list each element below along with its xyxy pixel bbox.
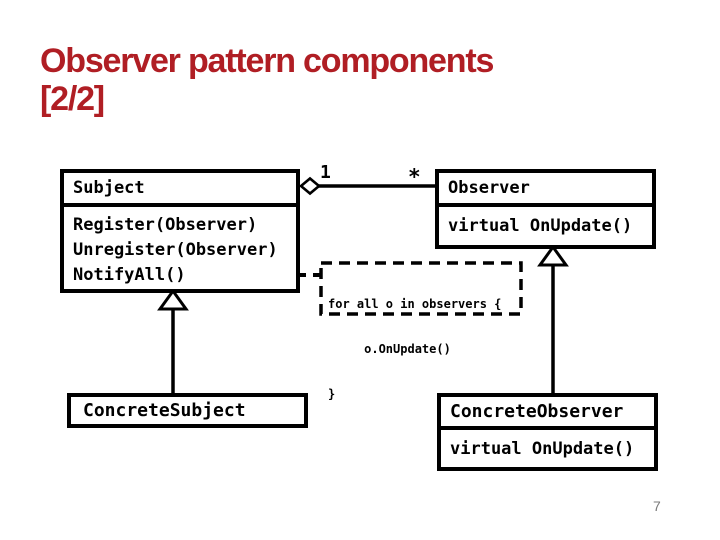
note-box-border [319,261,523,316]
observer-class-name: Observer [448,178,530,198]
uml-class-subject: Subject Register(Observer) Unregister(Ob… [60,169,300,293]
slide-title: Observer pattern components [2/2] [40,42,680,118]
multiplicity-observer-end: * [408,165,421,189]
observer-methods: virtual OnUpdate() [439,203,652,245]
note-line1: for all o in observers { [328,297,502,311]
concrete-observer-methods: virtual OnUpdate() [441,426,654,467]
subject-class-name: Subject [73,178,145,198]
subject-method-register: Register(Observer) [73,215,258,235]
subject-method-unregister: Unregister(Observer) [73,240,278,260]
page-number: 7 [653,498,661,514]
multiplicity-subject-end: 1 [320,162,331,183]
note-line2: o.OnUpdate() [328,342,451,356]
uml-note: for all o in observers { o.OnUpdate() } [328,267,518,432]
note-line3: } [328,387,336,401]
subject-methods: Register(Observer) Unregister(Observer) … [64,203,296,289]
observer-method-onupdate: virtual OnUpdate() [448,216,633,236]
slide-title-line2: [2/2] [40,80,105,118]
concrete-observer-class-name: ConcreteObserver [450,401,624,422]
uml-class-concrete-subject: ConcreteSubject [67,393,308,428]
concrete-observer-method-onupdate: virtual OnUpdate() [450,438,635,459]
aggregation-diamond-icon [298,176,322,196]
concrete-subject-class-name: ConcreteSubject [83,400,246,421]
slide-title-line1: Observer pattern components [40,42,494,80]
subject-method-notifyall: NotifyAll() [73,265,186,285]
inheritance-triangle-observer-icon [537,244,569,267]
uml-class-concrete-observer: ConcreteObserver virtual OnUpdate() [437,393,658,471]
inheritance-triangle-subject-icon [157,288,189,311]
uml-class-observer: Observer virtual OnUpdate() [435,169,656,249]
